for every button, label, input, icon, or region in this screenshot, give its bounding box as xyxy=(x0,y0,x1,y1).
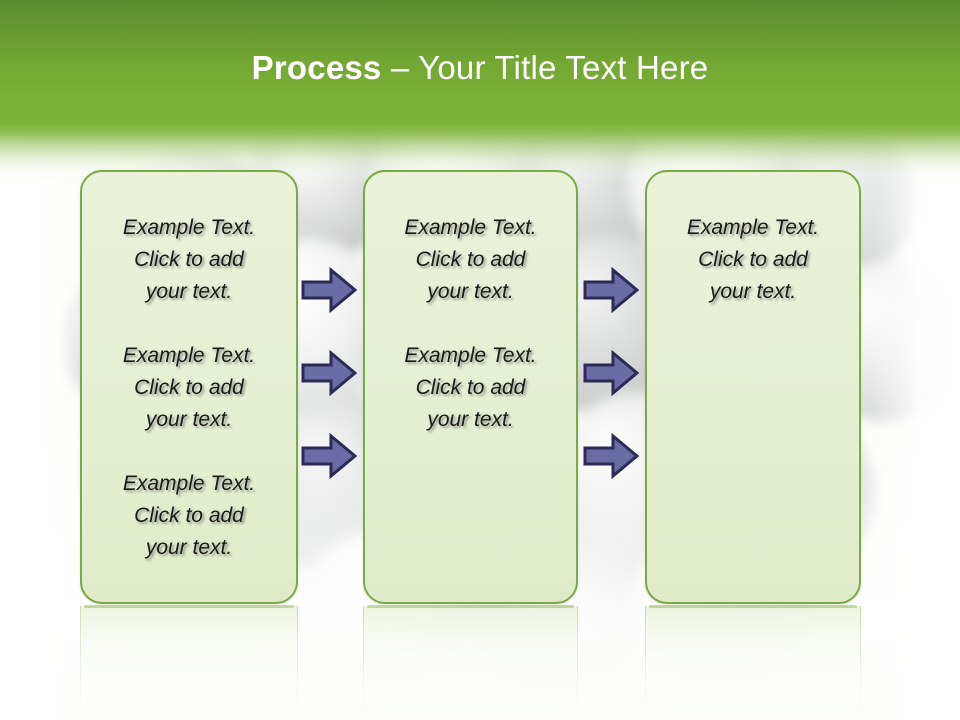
process-box-1-block-3[interactable]: Example Text. Click to add your text. xyxy=(122,472,256,559)
right-arrow-icon[interactable] xyxy=(301,350,357,396)
right-arrow-icon[interactable] xyxy=(301,433,357,479)
right-arrow-icon[interactable] xyxy=(583,433,639,479)
process-box-2-block-1[interactable]: Example Text. Click to add your text. xyxy=(404,216,537,303)
right-arrow-icon[interactable] xyxy=(301,267,357,313)
process-box-2[interactable]: Example Text. Click to add your text. Ex… xyxy=(363,170,578,604)
process-box-1[interactable]: Example Text. Click to add your text. Ex… xyxy=(80,170,298,604)
box-reflection-3 xyxy=(645,606,861,720)
box-reflection-1 xyxy=(80,606,298,720)
page-title-rest: – Your Title Text Here xyxy=(381,49,709,86)
process-box-2-block-2[interactable]: Example Text. Click to add your text. xyxy=(404,344,537,431)
box-reflection-2 xyxy=(363,606,578,720)
box-reflection-cap-1 xyxy=(84,605,294,608)
process-box-1-block-1[interactable]: Example Text. Click to add your text. xyxy=(122,216,256,303)
page-title-strong: Process xyxy=(251,49,382,86)
right-arrow-icon[interactable] xyxy=(583,350,639,396)
box-reflection-cap-2 xyxy=(367,605,574,608)
header-band xyxy=(0,0,960,124)
process-box-3-block-1[interactable]: Example Text. Click to add your text. xyxy=(686,216,820,303)
process-box-3[interactable]: Example Text. Click to add your text. xyxy=(645,170,861,604)
process-box-1-block-2[interactable]: Example Text. Click to add your text. xyxy=(122,344,256,431)
page-title: Process – Your Title Text Here xyxy=(0,48,960,88)
box-reflection-cap-3 xyxy=(649,605,857,608)
right-arrow-icon[interactable] xyxy=(583,267,639,313)
